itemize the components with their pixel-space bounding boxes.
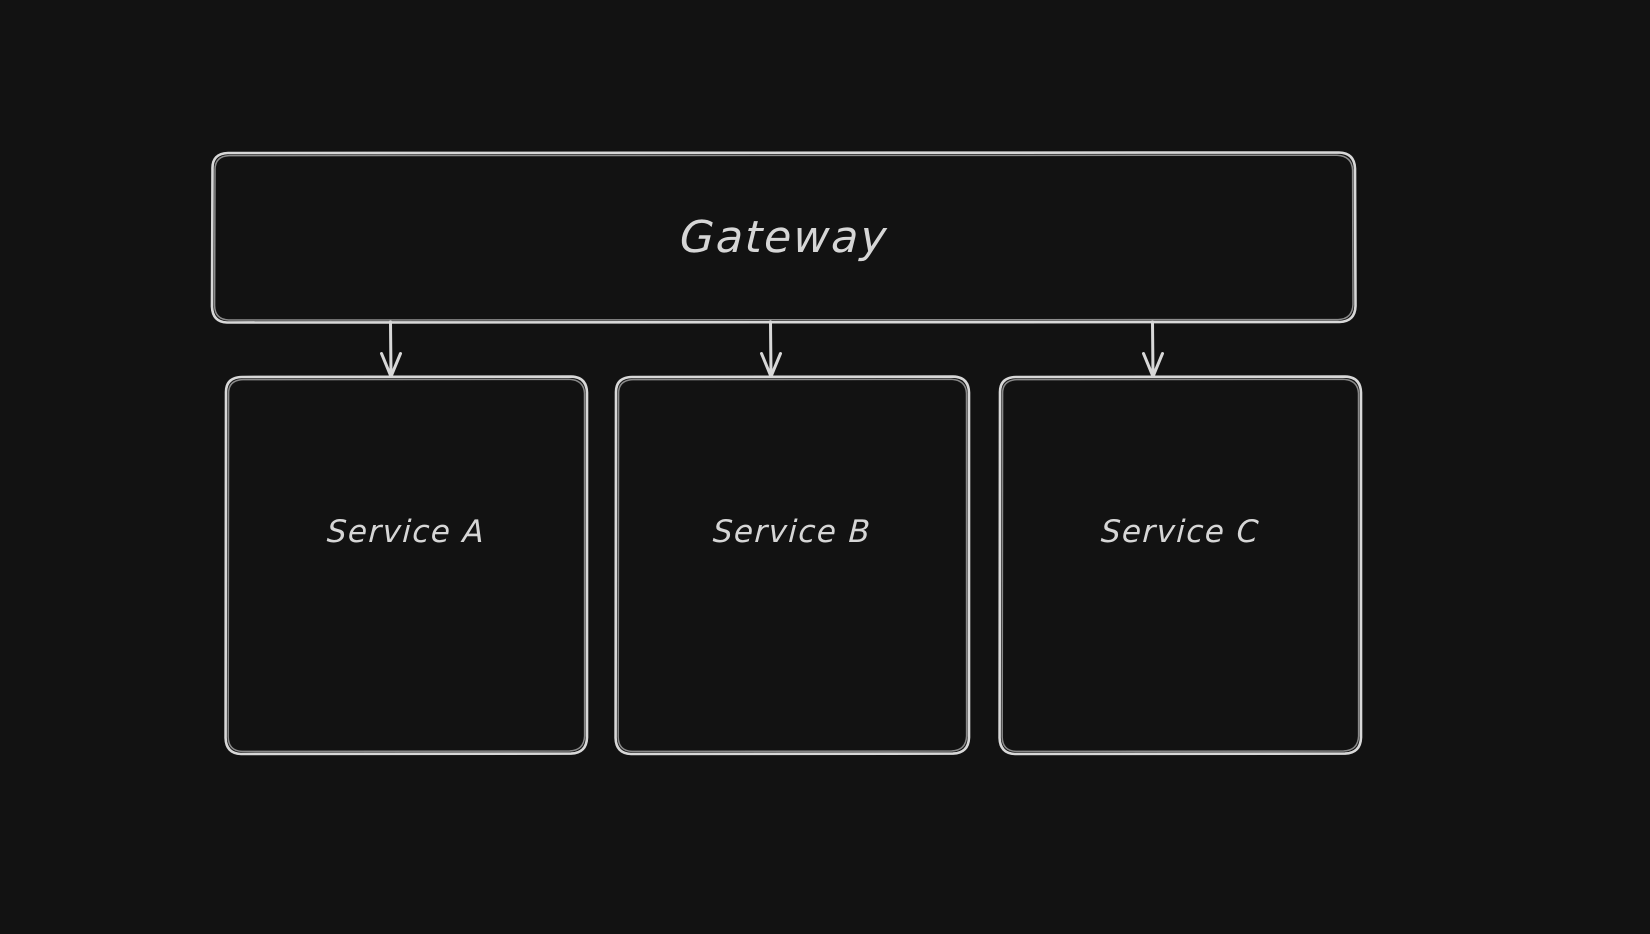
- gateway-box-stroke: [210, 151, 1357, 324]
- node-service-a[interactable]: Service A: [226, 376, 587, 754]
- node-gateway[interactable]: Gateway: [212, 152, 1356, 323]
- service-c-box-stroke: [998, 375, 1363, 756]
- edge-gateway-service-a[interactable]: [374, 322, 408, 378]
- node-service-c[interactable]: Service C: [1000, 376, 1361, 754]
- edge-gateway-service-b-stroke: [760, 320, 782, 378]
- node-service-c-label: Service C: [1100, 514, 1261, 550]
- node-service-b[interactable]: Service B: [616, 376, 969, 754]
- edge-gateway-service-c-stroke: [1142, 320, 1164, 378]
- edge-gateway-service-b[interactable]: [754, 322, 788, 378]
- node-service-a-label: Service A: [326, 514, 487, 550]
- node-service-b-label: Service B: [712, 514, 873, 550]
- edge-gateway-service-c[interactable]: [1136, 322, 1170, 378]
- service-a-box-stroke: [224, 375, 589, 756]
- service-b-box-stroke: [614, 375, 971, 756]
- edge-gateway-service-a-stroke: [380, 320, 402, 378]
- node-gateway-label: Gateway: [678, 212, 890, 263]
